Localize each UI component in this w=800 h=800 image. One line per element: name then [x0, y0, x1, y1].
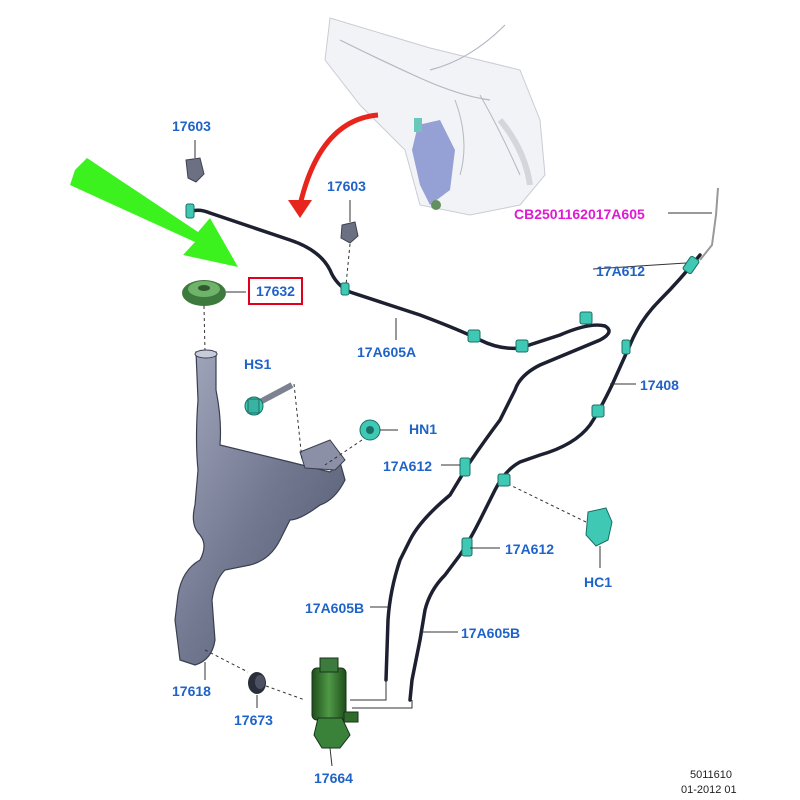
clip-hc1 — [509, 484, 613, 568]
bolt-hs1 — [244, 382, 303, 461]
green-arrow-icon — [70, 158, 238, 267]
part-label-17a605b-left: 17A605B — [305, 600, 365, 616]
part-label-17603-top: 17603 — [172, 118, 211, 134]
part-label-17a612-lower: 17A612 — [505, 541, 555, 557]
hose-17a605a — [188, 208, 611, 682]
part-label-17618: 17618 — [172, 683, 211, 699]
part-label-17408: 17408 — [640, 377, 679, 393]
hose-connectors — [185, 203, 700, 557]
washer-pump-17664 — [311, 657, 413, 767]
part-label-17a612-upper: 17A612 — [596, 263, 646, 279]
leader-lines — [204, 212, 712, 680]
nut-hn1 — [324, 419, 398, 466]
part-label-17a605b-right: 17A605B — [461, 625, 521, 641]
washer-reservoir-17618 — [174, 349, 346, 666]
vehicle-overview-inset — [324, 17, 546, 216]
part-label-17632: 17632 — [248, 277, 303, 305]
part-label-17a612-middle: 17A612 — [383, 458, 433, 474]
hose-upper-thin — [699, 187, 719, 261]
diagram-code: 5011610 — [690, 769, 733, 781]
part-label-hc1: HC1 — [584, 574, 613, 590]
part-label-hn1: HN1 — [409, 421, 438, 437]
part-label-17664: 17664 — [314, 770, 353, 786]
part-label-17a605a: 17A605A — [357, 344, 417, 360]
part-label-hs1: HS1 — [244, 356, 272, 372]
red-arrow-icon — [288, 112, 379, 218]
hose-17408 — [408, 253, 702, 702]
clip-17603-a — [185, 140, 205, 183]
cap-17632 — [182, 280, 246, 353]
part-label-cb2501162017a605: CB2501162017A605 — [514, 206, 645, 222]
part-label-17673: 17673 — [234, 712, 273, 728]
diagram-date: 01-2012 01 — [681, 784, 737, 796]
part-label-17603-mid: 17603 — [327, 178, 366, 194]
clip-17603-b — [340, 200, 359, 286]
grommet-17673 — [204, 649, 306, 708]
